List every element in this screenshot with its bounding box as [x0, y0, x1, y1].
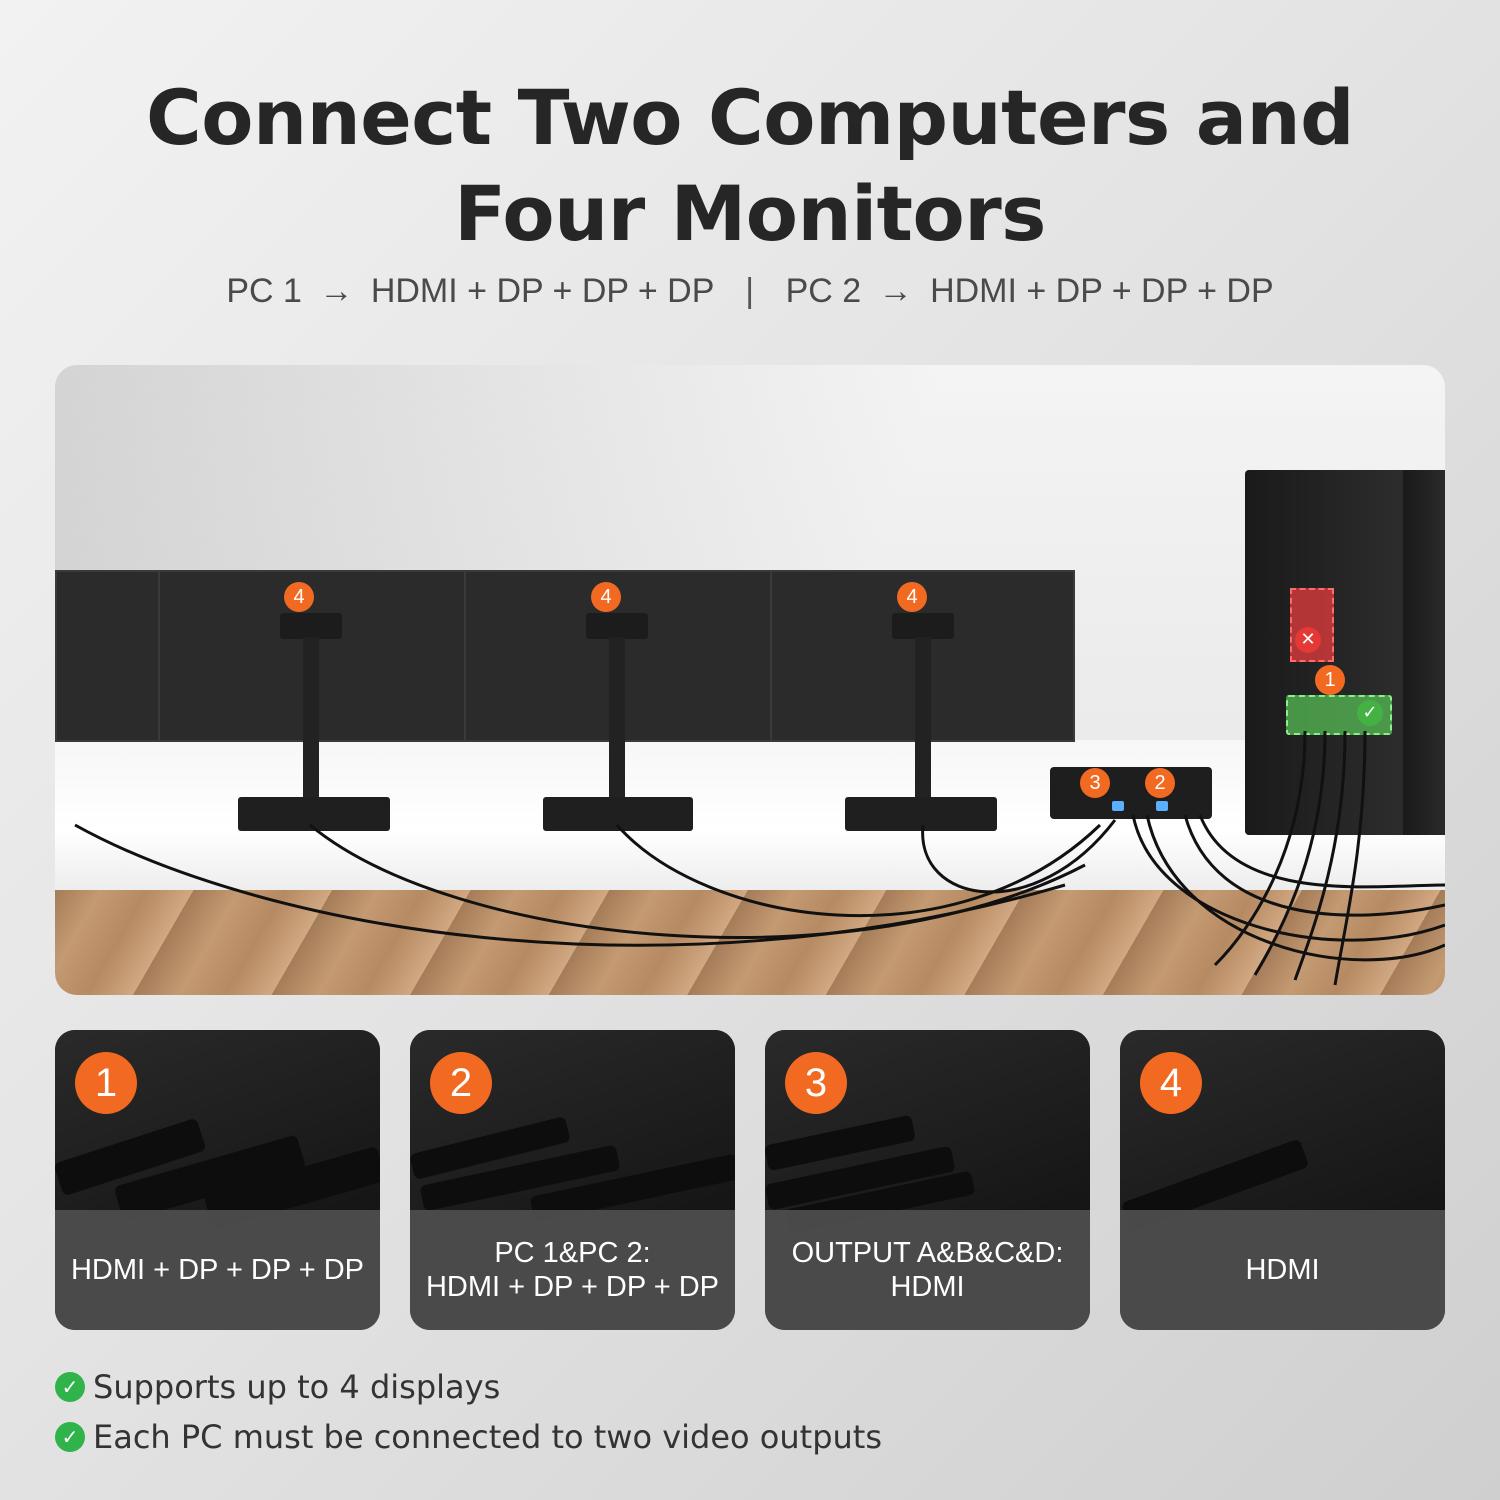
reject-icon: ✕ — [1295, 627, 1321, 653]
connection-summary: PC 1 → HDMI + DP + DP + DP | PC 2 → HDMI… — [0, 272, 1500, 311]
monitor-stand — [915, 637, 931, 827]
cable — [1293, 730, 1347, 981]
pc1-ports: HDMI + DP + DP + DP — [370, 272, 714, 310]
card-kvm-inputs: 2 PC 1&PC 2: HDMI + DP + DP + DP — [410, 1030, 735, 1330]
pc2-ports: HDMI + DP + DP + DP — [930, 272, 1274, 310]
card-monitor-input: 4 HDMI — [1120, 1030, 1445, 1330]
pc1-label: PC 1 — [226, 272, 302, 310]
check-circle-icon: ✓ — [55, 1422, 85, 1452]
cable — [921, 819, 1117, 894]
monitor-mount — [892, 613, 954, 639]
cable — [1183, 814, 1445, 917]
step-number: 3 — [785, 1052, 847, 1114]
card-label: HDMI — [1120, 1210, 1445, 1330]
card-label-line: OUTPUT A&B&C&D: — [791, 1237, 1064, 1269]
cable — [74, 823, 1066, 947]
card-label-line: HDMI — [890, 1271, 965, 1303]
setup-illustration: 4 4 4 3 2 1 ✕ ✓ — [55, 365, 1445, 995]
title-line-1: Connect Two Computers and — [146, 73, 1355, 162]
arrow-right-icon: → — [878, 272, 913, 310]
card-label-line: HDMI + DP + DP + DP — [425, 1271, 720, 1303]
title-line-2: Four Monitors — [454, 169, 1046, 258]
cables — [74, 730, 1445, 986]
cable — [615, 823, 1102, 917]
monitor-base — [845, 797, 997, 831]
kvm-switch — [1050, 767, 1212, 819]
cable — [1213, 730, 1307, 967]
card-label-line: HDMI — [1245, 1254, 1320, 1286]
arrow-right-icon: → — [319, 272, 354, 310]
usb-port — [1156, 801, 1168, 811]
feature-bullet: ✓ Each PC must be connected to two video… — [55, 1418, 882, 1456]
card-label: PC 1&PC 2: HDMI + DP + DP + DP — [410, 1210, 735, 1330]
card-label: OUTPUT A&B&C&D: HDMI — [765, 1210, 1090, 1330]
card-label-line: HDMI + DP + DP + DP — [70, 1254, 365, 1286]
accept-icon: ✓ — [1357, 700, 1383, 726]
bullet-text: Supports up to 4 displays — [93, 1368, 501, 1406]
monitor-base — [238, 797, 390, 831]
card-label: HDMI + DP + DP + DP — [55, 1210, 380, 1330]
card-label-line: PC 1&PC 2: — [494, 1237, 651, 1269]
cable — [1198, 814, 1445, 889]
bullet-text: Each PC must be connected to two video o… — [93, 1418, 882, 1456]
cable — [1131, 814, 1445, 942]
card-kvm-outputs: 3 OUTPUT A&B&C&D: HDMI — [765, 1030, 1090, 1330]
monitor-stand — [303, 637, 319, 827]
page-title: Connect Two Computers and Four Monitors — [0, 70, 1500, 262]
monitor-stand — [609, 637, 625, 827]
step-number: 4 — [1140, 1052, 1202, 1114]
feature-bullet: ✓ Supports up to 4 displays — [55, 1368, 500, 1406]
step-number: 1 — [75, 1052, 137, 1114]
port-badge-2: 2 — [1145, 768, 1175, 798]
port-badge-4: 4 — [897, 582, 927, 612]
check-circle-icon: ✓ — [55, 1372, 85, 1402]
step-number: 2 — [430, 1052, 492, 1114]
usb-port — [1112, 801, 1124, 811]
monitor-mount — [280, 613, 342, 639]
pc2-label: PC 2 — [785, 272, 862, 310]
monitor-mount — [586, 613, 648, 639]
cable — [1333, 730, 1367, 986]
card-gpu-ports: 1 HDMI + DP + DP + DP — [55, 1030, 380, 1330]
port-badge-4: 4 — [284, 582, 314, 612]
cable — [1253, 730, 1327, 976]
second-pc-tower — [1403, 470, 1445, 835]
separator: | — [745, 272, 755, 310]
port-badge-3: 3 — [1080, 768, 1110, 798]
cable — [309, 823, 1086, 939]
port-badge-4: 4 — [591, 582, 621, 612]
port-badge-1: 1 — [1315, 665, 1345, 695]
